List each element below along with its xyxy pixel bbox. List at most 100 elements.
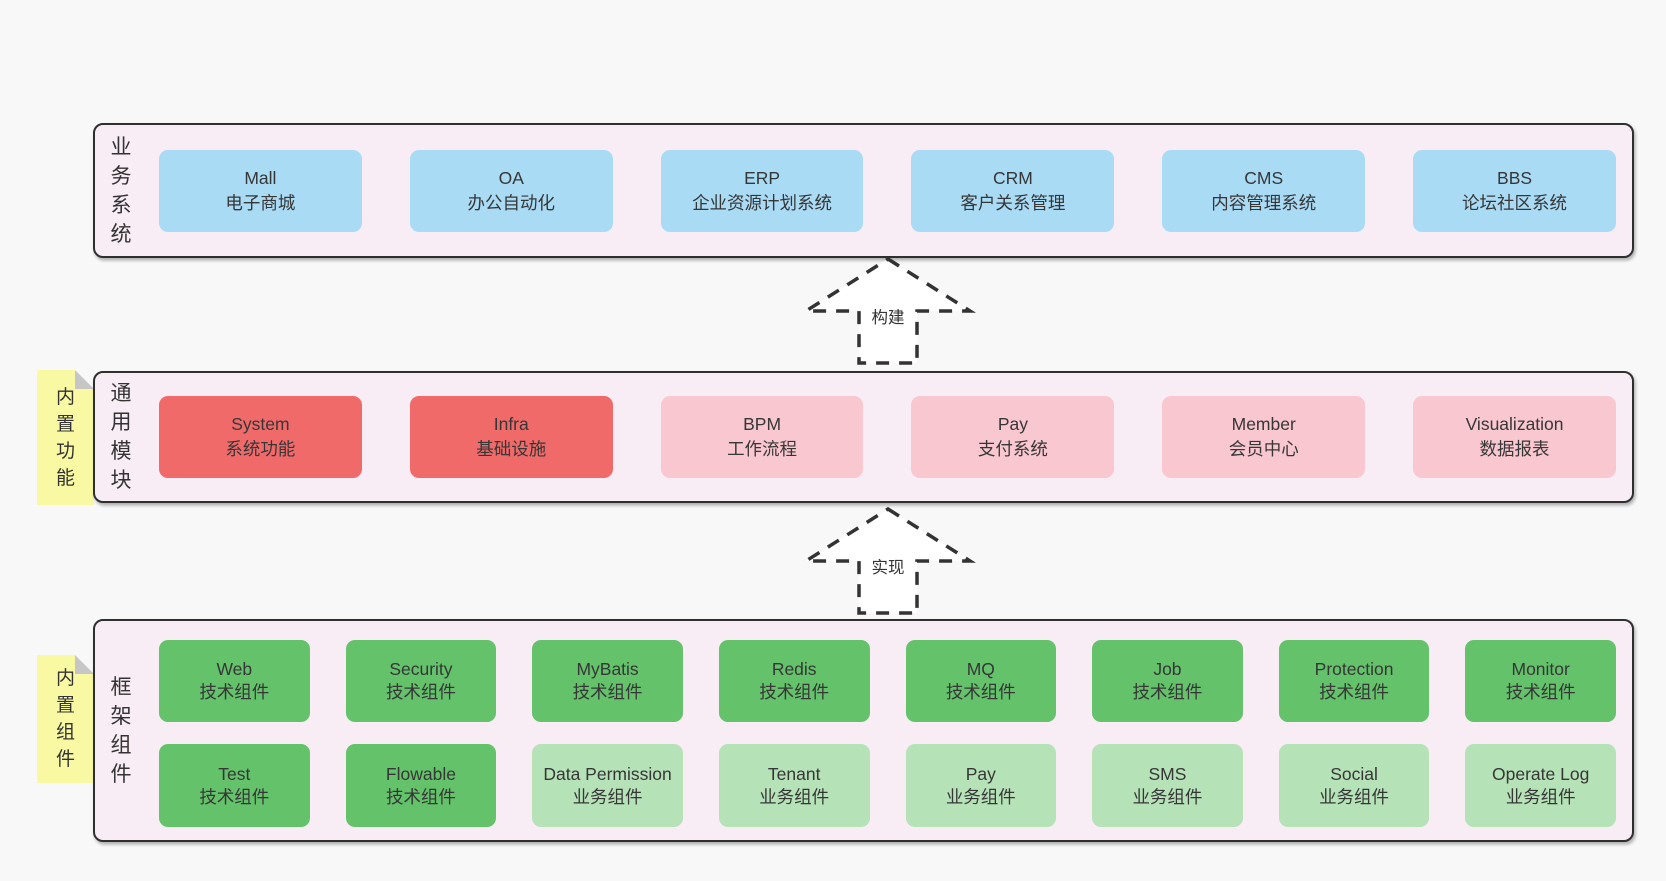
box-subtitle: 业务组件 bbox=[1505, 786, 1576, 807]
box-subtitle: 业务组件 bbox=[945, 786, 1016, 807]
layer-business-label: 业务系统 bbox=[110, 135, 132, 246]
note-text: 内置功能 bbox=[55, 386, 75, 489]
box-title: Data Permission bbox=[543, 763, 672, 784]
component-box-web: Web 技术组件 bbox=[159, 640, 310, 722]
box-title: Member bbox=[1231, 414, 1296, 434]
box-subtitle: 技术组件 bbox=[759, 682, 830, 702]
component-box-flowable: Flowable 技术组件 bbox=[345, 744, 497, 827]
arrow-implement: 实现 bbox=[798, 504, 978, 618]
box-title: Tenant bbox=[767, 763, 821, 784]
box-subtitle: 技术组件 bbox=[945, 682, 1016, 702]
box-title: BBS bbox=[1497, 167, 1533, 188]
box-title: BPM bbox=[743, 414, 782, 434]
box-title: Infra bbox=[493, 414, 529, 434]
box-title: Visualization bbox=[1465, 414, 1564, 434]
business-box-crm: CRM 客户关系管理 bbox=[911, 149, 1115, 232]
box-subtitle: 内容管理系统 bbox=[1211, 192, 1317, 213]
component-box-sms: SMS 业务组件 bbox=[1092, 744, 1243, 827]
box-subtitle: 技术组件 bbox=[1319, 682, 1390, 702]
box-subtitle: 业务组件 bbox=[1319, 786, 1390, 807]
box-title: ERP bbox=[744, 167, 781, 188]
layer-business-systems: 业务系统 Mall 电子商城 OA 办公自动化 ERP 企业资源计划系统 CRM… bbox=[93, 123, 1634, 258]
box-subtitle: 办公自动化 bbox=[467, 192, 555, 213]
note-text: 内置组件 bbox=[55, 668, 75, 770]
component-box-mybatis: MyBatis 技术组件 bbox=[532, 640, 683, 722]
module-box-infra: Infra 基础设施 bbox=[409, 396, 613, 478]
note-builtin-components: 内置组件 bbox=[37, 655, 94, 783]
box-title: Flowable bbox=[385, 763, 456, 784]
component-box-operate-log: Operate Log 业务组件 bbox=[1465, 744, 1616, 827]
arrow-implement-label: 实现 bbox=[868, 554, 908, 578]
business-box-bbs: BBS 论坛社区系统 bbox=[1413, 149, 1616, 232]
box-subtitle: 技术组件 bbox=[199, 786, 270, 807]
box-subtitle: 电子商城 bbox=[225, 192, 296, 213]
box-title: Pay bbox=[997, 414, 1028, 434]
box-title: CRM bbox=[992, 167, 1033, 188]
component-box-protection: Protection 技术组件 bbox=[1278, 640, 1430, 722]
box-subtitle: 客户关系管理 bbox=[960, 192, 1066, 213]
layer-components-label: 框架组件 bbox=[110, 675, 132, 786]
module-box-visualization: Visualization 数据报表 bbox=[1413, 396, 1616, 478]
business-box-oa: OA 办公自动化 bbox=[409, 149, 613, 232]
component-box-security: Security 技术组件 bbox=[345, 640, 497, 722]
box-subtitle: 支付系统 bbox=[977, 439, 1048, 459]
box-subtitle: 会员中心 bbox=[1228, 439, 1299, 459]
components-row-1: Web 技术组件 Security 技术组件 MyBatis 技术组件 Redi… bbox=[159, 640, 1616, 722]
note-builtin-functions: 内置功能 bbox=[37, 370, 94, 505]
box-subtitle: 基础设施 bbox=[476, 439, 547, 459]
box-subtitle: 技术组件 bbox=[1132, 682, 1203, 702]
component-box-mq: MQ 技术组件 bbox=[905, 640, 1057, 722]
layer-common-modules: 通用模块 System 系统功能 Infra 基础设施 BPM 工作流程 Pay… bbox=[93, 371, 1634, 503]
box-subtitle: 技术组件 bbox=[572, 682, 643, 702]
box-title: System bbox=[231, 414, 290, 434]
box-title: Pay bbox=[965, 763, 996, 784]
box-title: OA bbox=[498, 167, 524, 188]
component-box-tenant: Tenant 业务组件 bbox=[718, 744, 870, 827]
component-box-job: Job 技术组件 bbox=[1092, 640, 1243, 722]
box-subtitle: 系统功能 bbox=[225, 439, 296, 459]
box-subtitle: 企业资源计划系统 bbox=[692, 192, 833, 213]
box-title: Job bbox=[1153, 659, 1182, 679]
box-subtitle: 技术组件 bbox=[199, 682, 270, 702]
box-subtitle: 工作流程 bbox=[727, 439, 798, 459]
module-box-system: System 系统功能 bbox=[159, 396, 362, 478]
component-box-pay: Pay 业务组件 bbox=[905, 744, 1057, 827]
box-title: Social bbox=[1330, 763, 1378, 784]
module-box-pay: Pay 支付系统 bbox=[911, 396, 1115, 478]
box-title: Monitor bbox=[1511, 659, 1570, 679]
box-title: Operate Log bbox=[1492, 763, 1590, 784]
box-title: Test bbox=[218, 763, 251, 784]
box-title: MyBatis bbox=[576, 659, 639, 679]
arrow-build: 构建 bbox=[798, 254, 978, 368]
module-box-bpm: BPM 工作流程 bbox=[660, 396, 864, 478]
box-subtitle: 技术组件 bbox=[385, 786, 456, 807]
component-box-social: Social 业务组件 bbox=[1278, 744, 1430, 827]
box-subtitle: 技术组件 bbox=[385, 682, 456, 702]
modules-box-row: System 系统功能 Infra 基础设施 BPM 工作流程 Pay 支付系统… bbox=[159, 373, 1616, 501]
box-subtitle: 技术组件 bbox=[1505, 682, 1576, 702]
box-title: Mall bbox=[244, 167, 277, 188]
box-subtitle: 业务组件 bbox=[759, 786, 830, 807]
business-box-mall: Mall 电子商城 bbox=[159, 149, 362, 232]
note-fold-icon bbox=[75, 370, 94, 389]
note-fold-icon bbox=[75, 655, 94, 674]
box-title: Web bbox=[216, 659, 253, 679]
box-subtitle: 业务组件 bbox=[572, 786, 643, 807]
box-subtitle: 业务组件 bbox=[1132, 786, 1203, 807]
box-title: SMS bbox=[1148, 763, 1187, 784]
box-title: Protection bbox=[1314, 659, 1394, 679]
layer-modules-label: 通用模块 bbox=[110, 382, 132, 492]
component-box-test: Test 技术组件 bbox=[159, 744, 310, 827]
box-title: MQ bbox=[966, 659, 995, 679]
box-title: Security bbox=[389, 659, 453, 679]
component-box-data-permission: Data Permission 业务组件 bbox=[532, 744, 683, 827]
module-box-member: Member 会员中心 bbox=[1162, 396, 1366, 478]
business-box-cms: CMS 内容管理系统 bbox=[1162, 149, 1366, 232]
business-box-erp: ERP 企业资源计划系统 bbox=[660, 149, 864, 232]
box-subtitle: 论坛社区系统 bbox=[1462, 192, 1568, 213]
box-subtitle: 数据报表 bbox=[1479, 439, 1550, 459]
component-box-monitor: Monitor 技术组件 bbox=[1465, 640, 1616, 722]
business-box-row: Mall 电子商城 OA 办公自动化 ERP 企业资源计划系统 CRM 客户关系… bbox=[159, 125, 1616, 256]
components-row-2: Test 技术组件 Flowable 技术组件 Data Permission … bbox=[159, 744, 1616, 827]
